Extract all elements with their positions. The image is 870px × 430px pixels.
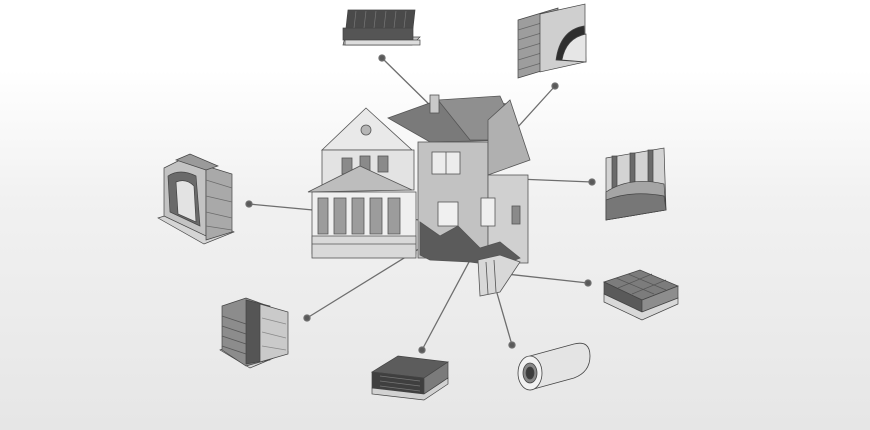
- roof-insulation-icon: [342, 9, 421, 46]
- house-cutaway: [307, 94, 531, 297]
- brick-wall-insulation-icon: [517, 3, 587, 79]
- frame-wall-insulation-icon: [605, 147, 667, 221]
- stone-wall-insulation-icon: [157, 153, 235, 245]
- floor-insulation-icon: [603, 269, 679, 321]
- pipe-insulation-icon: [517, 342, 591, 391]
- floor-panel-insulation-icon: [370, 355, 449, 401]
- masonry-wall-insulation-icon: [219, 297, 289, 369]
